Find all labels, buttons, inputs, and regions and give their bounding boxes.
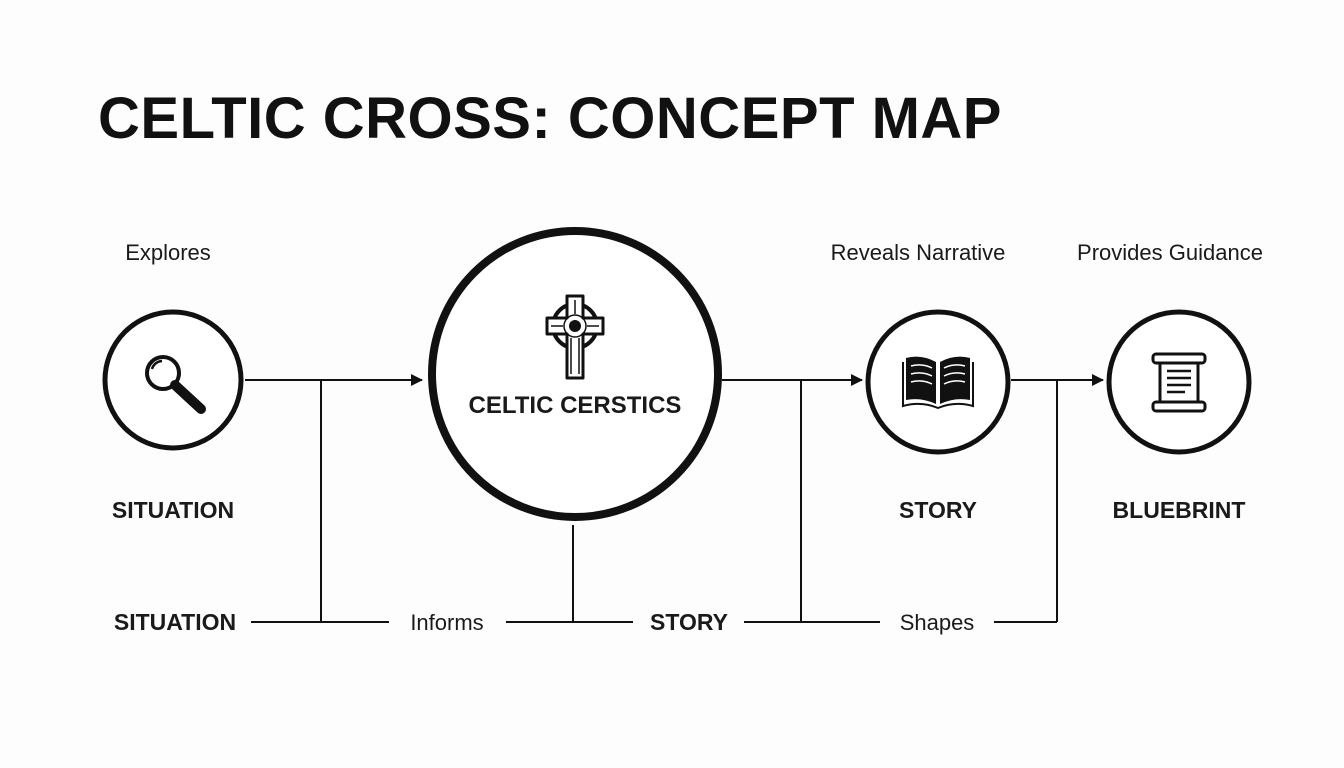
- node-label-situation: SITUATION: [112, 497, 234, 523]
- edge-label-provides-guidance: Provides Guidance: [1077, 240, 1263, 265]
- node-label-blueprint: BLUEBRINT: [1113, 497, 1246, 523]
- node-situation[interactable]: [102, 309, 244, 451]
- connectors: [245, 374, 1104, 623]
- edge-label-explores: Explores: [125, 240, 211, 265]
- node-blueprint[interactable]: [1106, 309, 1252, 455]
- bottom-label-situation: SITUATION: [114, 609, 236, 635]
- center-node-label: CELTIC CERSTICS: [469, 392, 682, 419]
- node-label-story: STORY: [899, 497, 977, 523]
- page-title: CELTIC CROSS: CONCEPT MAP: [98, 86, 1002, 151]
- node-situation-circle: [102, 309, 244, 451]
- celtic-cross-icon: [545, 294, 605, 380]
- bottom-label-story: STORY: [650, 609, 728, 635]
- open-book-icon: [902, 356, 974, 410]
- node-center[interactable]: CELTIC CERSTICS: [428, 227, 722, 521]
- scroll-icon: [1151, 352, 1207, 413]
- edge-label-shapes: Shapes: [900, 610, 975, 635]
- node-story-circle: [865, 309, 1011, 455]
- magnifying-glass-icon: [145, 355, 206, 414]
- edge-label-reveals-narrative: Reveals Narrative: [831, 240, 1006, 265]
- edge-label-informs: Informs: [410, 610, 483, 635]
- node-story[interactable]: [865, 309, 1011, 455]
